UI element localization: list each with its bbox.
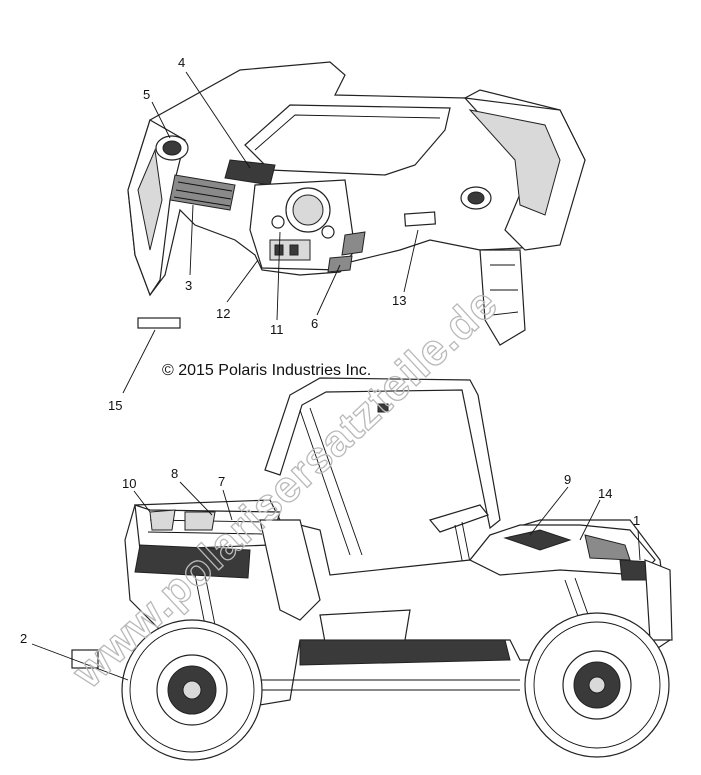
callout-11: 11 bbox=[270, 322, 284, 337]
callout-10: 10 bbox=[122, 476, 136, 491]
callout-5: 5 bbox=[143, 87, 150, 102]
callout-4: 4 bbox=[178, 55, 185, 70]
hood-dash-assembly bbox=[127, 61, 586, 346]
callout-2: 2 bbox=[20, 631, 27, 646]
callout-3: 3 bbox=[185, 278, 192, 293]
callout-1: 1 bbox=[633, 513, 640, 528]
callout-6: 6 bbox=[311, 316, 318, 331]
callout-14: 14 bbox=[598, 486, 612, 501]
callout-7: 7 bbox=[218, 474, 225, 489]
callout-8: 8 bbox=[171, 466, 178, 481]
leader-lines bbox=[31, 71, 641, 681]
copyright-text: © 2015 Polaris Industries Inc. bbox=[162, 362, 371, 379]
callout-13: 13 bbox=[392, 293, 406, 308]
callout-labels: 1 2 3 4 5 6 7 8 9 10 11 12 13 14 15 bbox=[20, 55, 640, 646]
rear-wheel bbox=[121, 619, 263, 761]
callout-12: 12 bbox=[216, 306, 230, 321]
front-wheel bbox=[524, 612, 670, 758]
callout-9: 9 bbox=[564, 472, 571, 487]
callout-15: 15 bbox=[108, 398, 122, 413]
